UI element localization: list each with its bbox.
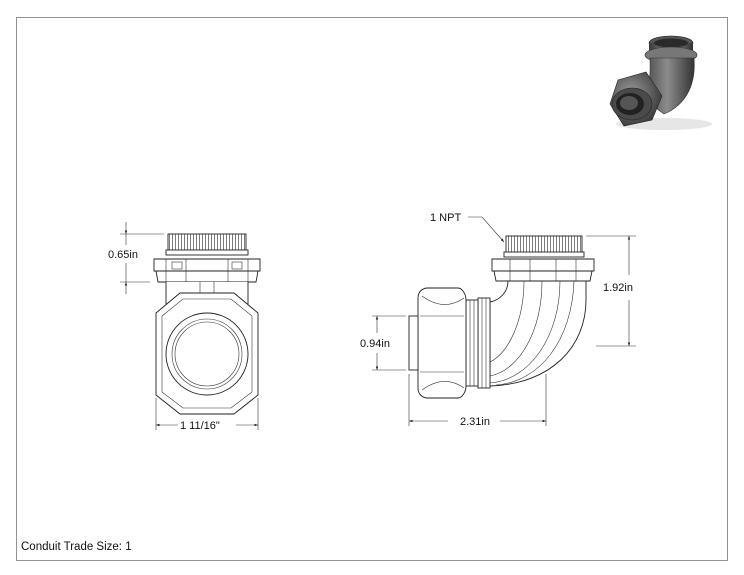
front-nut-flange <box>153 258 261 272</box>
side-opening-label: 0.94in <box>360 338 390 350</box>
side-pipe-stub <box>408 315 419 371</box>
front-height-dimension: 0.65in <box>108 222 164 294</box>
front-thread <box>167 233 247 252</box>
thread-callout-label: 1 NPT <box>430 212 461 224</box>
front-height-label: 0.65in <box>108 249 138 261</box>
side-length-label: 2.31in <box>460 416 490 428</box>
thread-callout: 1 NPT <box>430 212 505 243</box>
side-opening-dimension: 0.94in <box>360 315 406 371</box>
side-view <box>408 235 595 399</box>
side-height-dimension: 1.92in <box>586 235 636 347</box>
front-width-label: 1 11/16" <box>180 420 220 432</box>
trade-size-caption: Conduit Trade Size: 1 <box>21 541 132 553</box>
front-view <box>153 233 261 415</box>
front-width-dimension: 1 11/16" <box>155 398 259 432</box>
side-elbow-body <box>489 280 587 387</box>
front-bore-outer <box>165 312 249 396</box>
side-height-label: 1.92in <box>603 282 633 294</box>
side-length-dimension: 2.31in <box>408 374 547 428</box>
side-nut <box>417 287 467 399</box>
sheet-border <box>16 17 728 561</box>
side-thread <box>505 235 583 254</box>
isometric-render <box>609 35 712 130</box>
